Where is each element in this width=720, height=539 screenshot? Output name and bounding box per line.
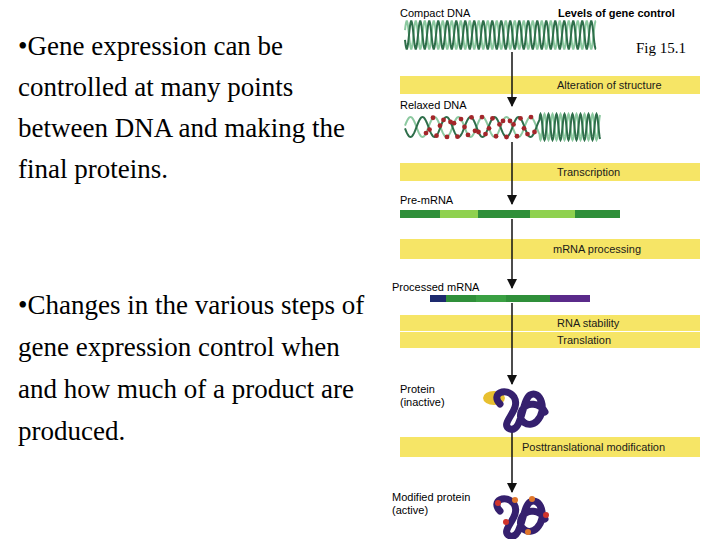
modification-dot [512, 497, 518, 503]
dna-strand [405, 21, 596, 49]
histone-bead [490, 116, 495, 121]
bullet-point: •Changes in the various steps of gene ex… [18, 284, 376, 452]
control-level-band: Translation [400, 332, 700, 348]
control-level-band: Alteration of structure [400, 76, 700, 94]
intron [530, 210, 575, 218]
histone-bead [476, 130, 481, 135]
histone-bead [438, 123, 443, 128]
exon [400, 210, 440, 218]
figure-heading: Levels of gene control [558, 7, 718, 20]
relaxed-dna-helix [405, 114, 600, 140]
histone-bead [473, 128, 478, 133]
inactive-protein [483, 391, 545, 429]
band-label: Transcription [557, 163, 620, 181]
control-level-band: Posttranslational modification [400, 437, 700, 457]
stage-label: Relaxed DNA [400, 99, 520, 112]
histone-bead [487, 126, 492, 131]
histone-bead [483, 132, 488, 137]
flow-arrows [511, 52, 513, 492]
histone-bead [448, 120, 453, 125]
stage-label: Modified protein (active) [392, 491, 488, 517]
histone-bead [445, 135, 450, 140]
histone-bead [494, 134, 499, 139]
figure-number: Fig 15.1 [636, 40, 716, 57]
cap [430, 295, 446, 302]
histone-bead [504, 135, 509, 140]
modification-dot [503, 519, 509, 525]
histone-bead [462, 125, 467, 130]
stage-label: Compact DNA [400, 7, 520, 20]
histone-bead [441, 118, 446, 123]
processed-mrna-bar [430, 295, 590, 302]
exon [506, 295, 550, 302]
histone-bead [532, 130, 537, 135]
band-label: RNA stability [557, 315, 619, 331]
protein-ribbon [497, 392, 545, 430]
modification-dot [525, 529, 531, 535]
bullet-point: •Gene expression can be controlled at ma… [18, 26, 386, 190]
histone-bead [518, 116, 523, 121]
modification-dot [529, 496, 535, 502]
histone-bead [427, 127, 432, 132]
dna-strand [405, 114, 600, 140]
pre-mrna-bar [400, 210, 620, 218]
inhibitor-blob [483, 391, 505, 405]
band-label: Posttranslational modification [522, 437, 665, 457]
histone-bead [452, 121, 457, 126]
exon [575, 210, 620, 218]
band-label: Translation [557, 332, 611, 348]
histone-bead [434, 133, 439, 138]
histone-bead [529, 115, 534, 120]
poly-a-tail [550, 295, 590, 302]
histone-bead [424, 131, 429, 136]
exon [478, 210, 530, 218]
exon [446, 295, 476, 302]
histone-bead [480, 115, 485, 120]
intron [440, 210, 478, 218]
histone-bead [431, 115, 436, 120]
dna-strand [405, 21, 596, 49]
exon [476, 295, 506, 302]
histone-bead [508, 119, 513, 124]
stage-label: Protein (inactive) [400, 383, 460, 409]
histone-bead [501, 119, 506, 124]
stage-label: Pre-mRNA [400, 194, 520, 207]
band-label: mRNA processing [553, 239, 641, 259]
modification-dot [495, 500, 501, 506]
histone-bead [522, 126, 527, 131]
stage-label: Processed mRNA [392, 281, 522, 294]
histone-bead [469, 115, 474, 120]
histone-bead [466, 133, 471, 138]
protein-ribbon [497, 499, 545, 537]
histone-bead [511, 122, 516, 127]
band-label: Alteration of structure [557, 76, 662, 94]
histone-bead [497, 122, 502, 127]
control-level-band: RNA stability [400, 315, 700, 331]
histone-bead [459, 117, 464, 122]
histone-bead [455, 134, 460, 139]
modification-dot [543, 512, 549, 518]
control-level-band: mRNA processing [400, 239, 700, 259]
active-protein [495, 496, 549, 536]
histone-bead [515, 134, 520, 139]
dna-strand [405, 114, 600, 140]
control-level-band: Transcription [400, 163, 700, 181]
compact-dna-helix [405, 21, 596, 49]
histone-bead [525, 132, 530, 137]
